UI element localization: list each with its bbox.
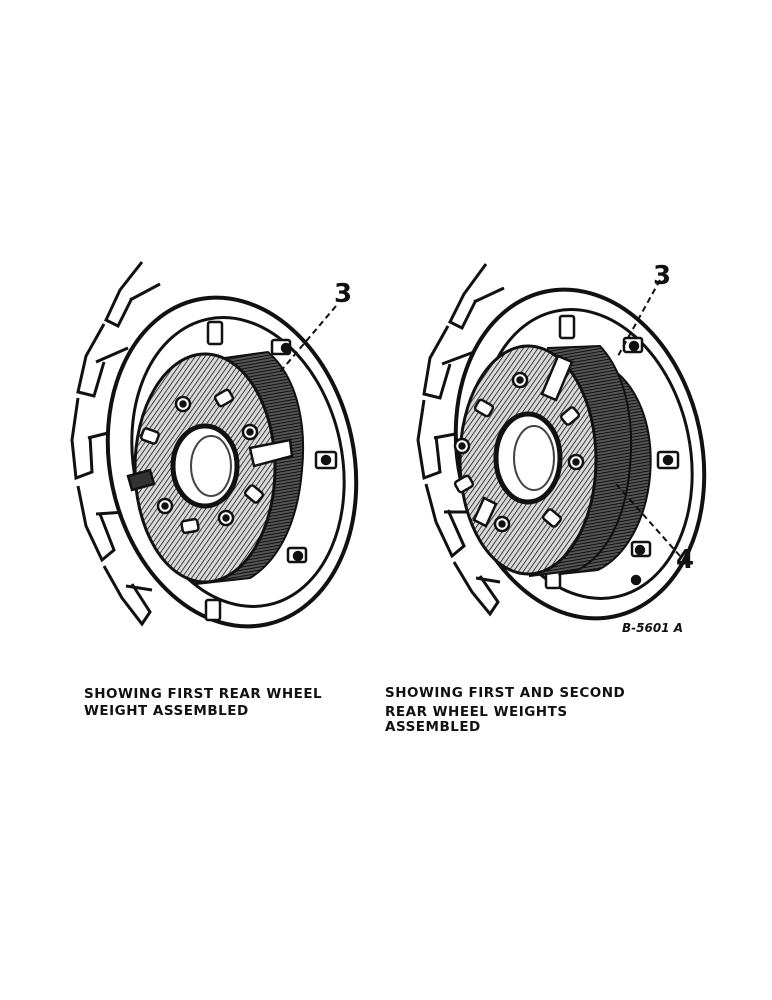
right-tire-lugs [416,263,505,617]
right-callout-lower-number: 4 [676,545,694,575]
right-weight-bolts [472,354,574,528]
left-caption-line-2: WEIGHT ASSEMBLED [84,703,249,719]
right-wheel-drawing [416,263,707,621]
right-caption-line-1: SHOWING FIRST AND SECOND [385,685,626,701]
left-weight-bolts [126,438,294,492]
left-rim-clamps [204,320,338,622]
right-callout-upper-number: 3 [653,261,671,291]
right-caption-line-3: ASSEMBLED [385,719,481,735]
left-caption: SHOWING FIRST REAR WHEEL WEIGHT ASSEMBLE… [84,686,322,720]
right-callout-upper: 3 [617,261,671,357]
left-weight-studs [140,388,265,535]
left-caption-line-1: SHOWING FIRST REAR WHEEL [84,686,323,702]
left-wheel-drawing [70,261,359,629]
right-weight-studs [453,371,585,533]
left-callout: 3 [279,279,352,373]
left-callout-number: 3 [334,279,352,309]
right-caption: SHOWING FIRST AND SECOND REAR WHEEL WEIG… [385,686,625,735]
reference-code: B-5601 A [622,621,683,635]
right-callout-lower: 4 [615,483,694,575]
right-caption-line-2: REAR WHEEL WEIGHTS [385,704,568,720]
